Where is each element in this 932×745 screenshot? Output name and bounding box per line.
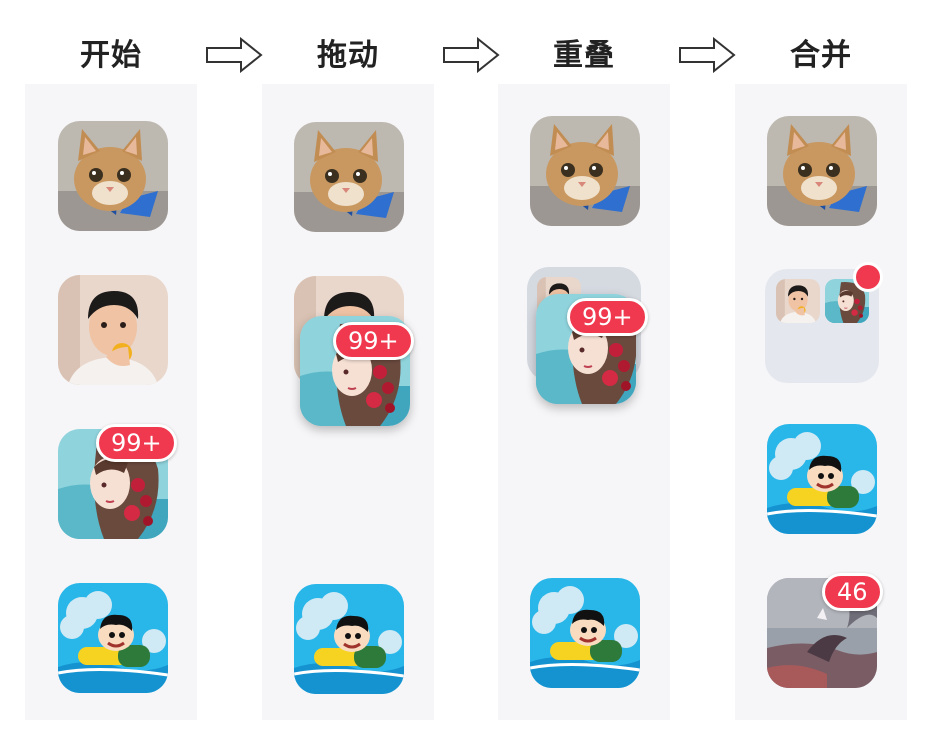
step-title-drag: 拖动 [317,38,379,73]
notification-badge: 99+ [567,298,648,336]
cat-photo-icon[interactable] [767,116,877,226]
cartoon-boy-swimming-icon[interactable] [58,583,168,693]
step-title-merge: 合并 [790,38,852,73]
boy-portrait-icon[interactable] [58,275,168,385]
cartoon-boy-swimming-icon[interactable] [294,584,404,694]
boy-portrait-icon [776,279,820,323]
step-title-start: 开始 [80,38,142,73]
right-arrow-icon [443,37,500,73]
column-overlap: 99+ [498,84,670,720]
cat-photo-icon[interactable] [530,116,640,226]
cartoon-boy-swimming-icon[interactable] [530,578,640,688]
notification-badge: 99+ [333,322,414,360]
column-start: 99+ [25,84,197,720]
step-title-overlap: 重叠 [553,38,615,73]
right-arrow-icon [679,37,736,73]
notification-badge: 46 [822,573,883,611]
notification-dot [853,262,883,292]
column-drag: 99+ [262,84,434,720]
cartoon-boy-swimming-icon[interactable] [767,424,877,534]
right-arrow-icon [206,37,263,73]
column-merge: 46 [735,84,907,720]
cat-photo-icon[interactable] [58,121,168,231]
notification-badge: 99+ [96,424,177,462]
cat-photo-icon[interactable] [294,122,404,232]
